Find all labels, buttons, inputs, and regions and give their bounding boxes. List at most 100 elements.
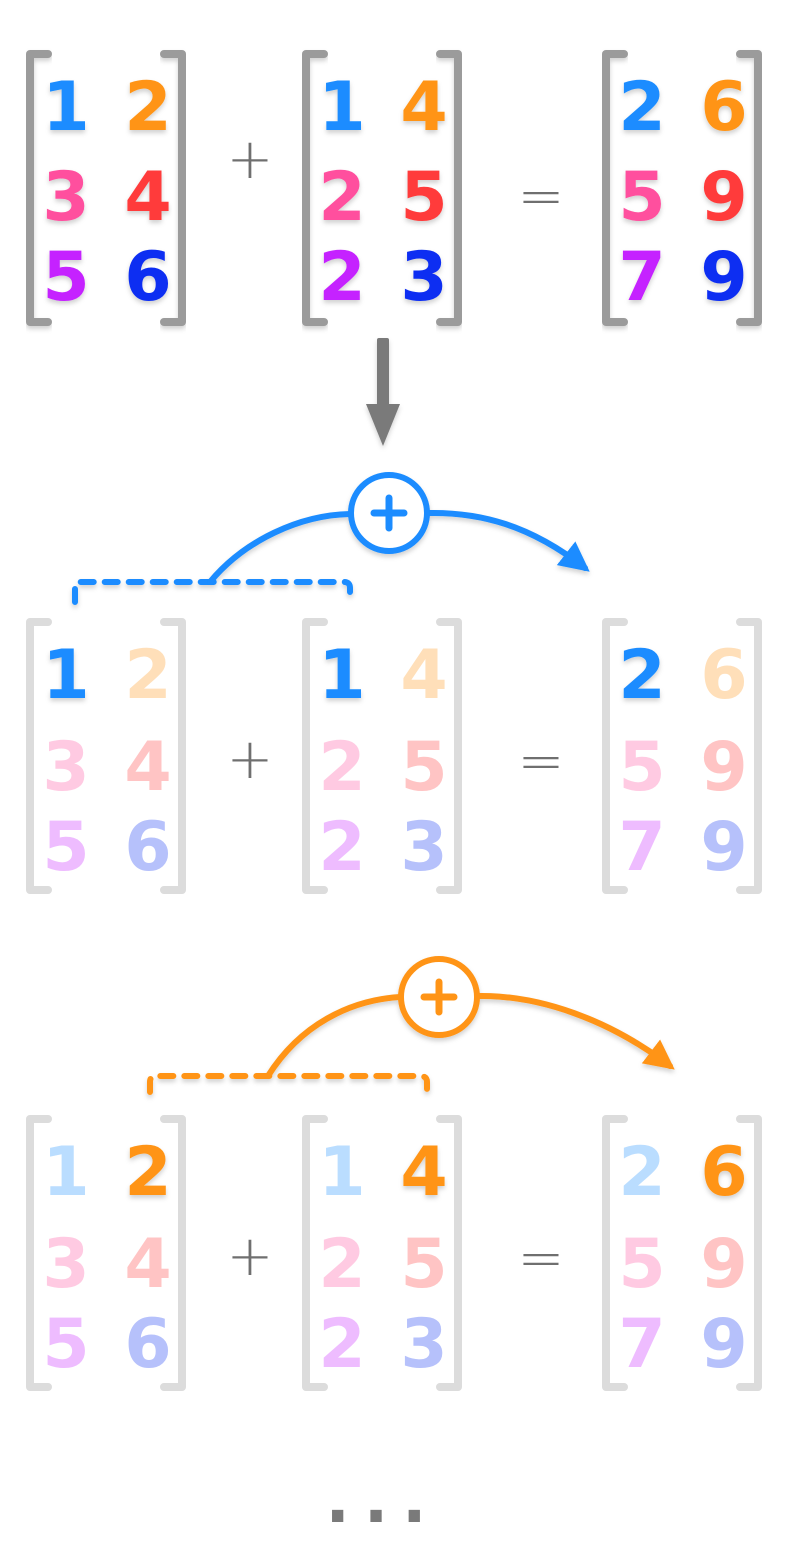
matrix-cell: 7	[618, 1305, 665, 1384]
right-bracket	[160, 1115, 186, 1391]
matrix-cell: 3	[42, 158, 89, 237]
matrix-cell: 4	[124, 728, 171, 807]
equals-operator: =	[518, 1226, 565, 1291]
left-bracket	[602, 1115, 628, 1391]
matrix-cell: 2	[318, 728, 365, 807]
plus-operator: +	[227, 1224, 274, 1289]
matrix-cell: 9	[700, 238, 747, 317]
step-2	[147, 956, 670, 1095]
equals-operator: =	[518, 729, 565, 794]
left-bracket	[302, 1115, 328, 1391]
left-bracket	[26, 1115, 52, 1391]
matrix-cell: 7	[618, 808, 665, 887]
matrix-cell: 4	[400, 1133, 447, 1212]
right-bracket	[160, 50, 186, 326]
matrix-cell: 2	[318, 1225, 365, 1304]
matrix-cell: 5	[400, 158, 447, 237]
plus-circle-icon	[348, 472, 430, 554]
matrix-cell: 2	[124, 636, 171, 715]
plus-circle-icon	[398, 956, 480, 1038]
matrix-cell: 5	[42, 238, 89, 317]
matrix-cell: 5	[618, 728, 665, 807]
matrix-cell: 4	[400, 68, 447, 147]
left-bracket	[302, 618, 328, 894]
matrix-cell: 2	[318, 808, 365, 887]
matrix-cell: 5	[42, 1305, 89, 1384]
matrix-cell: 6	[700, 68, 747, 147]
matrix-cell: 2	[618, 636, 665, 715]
plus-operator: +	[227, 127, 274, 192]
matrix-cell: 1	[318, 1133, 365, 1212]
matrix-cell: 6	[700, 1133, 747, 1212]
left-bracket	[26, 50, 52, 326]
step-1	[72, 472, 585, 605]
matrix-cell: 2	[124, 68, 171, 147]
matrix-cell: 3	[400, 238, 447, 317]
matrix-cell: 9	[700, 158, 747, 237]
matrix-cell: 6	[124, 808, 171, 887]
right-bracket	[160, 618, 186, 894]
matrix-cell: 9	[700, 808, 747, 887]
right-bracket	[436, 618, 462, 894]
matrix-cell: 9	[700, 728, 747, 807]
right-bracket	[436, 1115, 462, 1391]
matrix-cell: 1	[318, 68, 365, 147]
matrix-cell: 5	[400, 728, 447, 807]
step-2-dashed-brace	[147, 1073, 430, 1095]
matrix-cell: 3	[400, 808, 447, 887]
matrix-cell: 4	[124, 1225, 171, 1304]
matrix-cell: 6	[124, 238, 171, 317]
matrix-cell: 2	[618, 68, 665, 147]
step-2-arc-arrow	[265, 992, 670, 1076]
equals-operator: =	[518, 164, 565, 229]
right-bracket	[736, 1115, 762, 1391]
down-arrow-icon	[366, 338, 400, 446]
matrix-cell: 4	[124, 158, 171, 237]
right-bracket	[436, 50, 462, 326]
matrix-cell: 1	[42, 68, 89, 147]
matrix-cell: 2	[618, 1133, 665, 1212]
step-1-arc-arrow	[207, 509, 585, 582]
left-bracket	[602, 50, 628, 326]
matrix-cell: 2	[318, 238, 365, 317]
matrix-cell: 5	[618, 1225, 665, 1304]
matrix-cell: 7	[618, 238, 665, 317]
matrix-cell: 3	[42, 728, 89, 807]
matrix-cell: 1	[42, 1133, 89, 1212]
matrix-cell: 6	[124, 1305, 171, 1384]
matrix-cell: 1	[318, 636, 365, 715]
matrix-cell: 9	[700, 1305, 747, 1384]
right-bracket	[736, 50, 762, 326]
matrix-cell: 5	[400, 1225, 447, 1304]
matrix-cell: 3	[400, 1305, 447, 1384]
matrix-cell: 5	[42, 808, 89, 887]
matrix-cell: 9	[700, 1225, 747, 1304]
matrix-cell: 3	[42, 1225, 89, 1304]
step-1-dashed-brace	[72, 579, 353, 605]
matrix-cell: 6	[700, 636, 747, 715]
matrix-cell: 2	[318, 158, 365, 237]
matrix-cell: 2	[124, 1133, 171, 1212]
matrix-cell: 1	[42, 636, 89, 715]
matrix-cell: 2	[318, 1305, 365, 1384]
ellipsis: ...	[326, 1464, 441, 1538]
plus-operator: +	[227, 727, 274, 792]
left-bracket	[26, 618, 52, 894]
left-bracket	[302, 50, 328, 326]
matrix-cell: 4	[400, 636, 447, 715]
matrix-cell: 5	[618, 158, 665, 237]
left-bracket	[602, 618, 628, 894]
